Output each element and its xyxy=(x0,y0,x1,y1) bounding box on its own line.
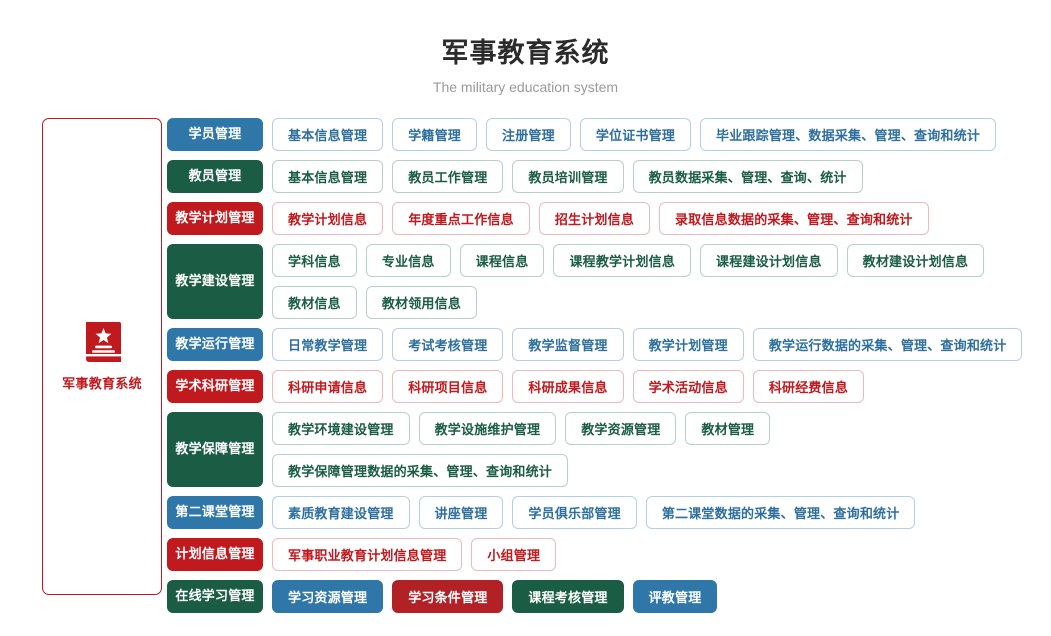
category-label-button[interactable]: 学术科研管理 xyxy=(167,370,263,404)
module-button[interactable]: 基本信息管理 xyxy=(272,160,384,194)
category-item-list: 教学计划信息年度重点工作信息招生计划信息录取信息数据的采集、管理、查询和统计 xyxy=(272,202,1051,236)
module-button[interactable]: 年度重点工作信息 xyxy=(392,202,530,236)
category-item-list: 军事职业教育计划信息管理小组管理 xyxy=(272,538,1051,572)
category-label-button[interactable]: 教学建设管理 xyxy=(167,244,263,320)
module-button[interactable]: 第二课堂数据的采集、管理、查询和统计 xyxy=(645,496,916,530)
module-button[interactable]: 小组管理 xyxy=(471,538,557,572)
module-button[interactable]: 教学环境建设管理 xyxy=(272,412,410,446)
page-subtitle: The military education system xyxy=(432,79,619,96)
module-button[interactable]: 录取信息数据的采集、管理、查询和统计 xyxy=(659,202,929,236)
category-row: 学术科研管理科研申请信息科研项目信息科研成果信息学术活动信息科研经费信息 xyxy=(167,370,1051,404)
category-label-button[interactable]: 在线学习管理 xyxy=(167,580,263,614)
module-button[interactable]: 课程建设计划信息 xyxy=(700,244,838,278)
category-row: 教学运行管理日常教学管理考试考核管理教学监督管理教学计划管理教学运行数据的采集、… xyxy=(167,328,1051,362)
module-button[interactable]: 教学保障管理数据的采集、管理、查询和统计 xyxy=(272,454,569,488)
category-row: 学员管理基本信息管理学籍管理注册管理学位证书管理毕业跟踪管理、数据采集、管理、查… xyxy=(167,118,1051,152)
category-label-button[interactable]: 教学保障管理 xyxy=(167,412,263,488)
module-button[interactable]: 科研经费信息 xyxy=(752,370,865,404)
category-label-button[interactable]: 教学运行管理 xyxy=(167,328,263,362)
module-button[interactable]: 科研项目信息 xyxy=(392,370,504,404)
module-button[interactable]: 学籍管理 xyxy=(392,118,478,152)
module-button[interactable]: 科研申请信息 xyxy=(272,370,384,404)
module-button[interactable]: 评教管理 xyxy=(632,580,718,614)
module-button[interactable]: 教材建设计划信息 xyxy=(846,244,985,278)
category-item-list: 科研申请信息科研项目信息科研成果信息学术活动信息科研经费信息 xyxy=(272,370,1051,404)
category-label-button[interactable]: 教学计划管理 xyxy=(167,202,263,236)
module-button[interactable]: 军事职业教育计划信息管理 xyxy=(272,538,463,572)
module-button[interactable]: 科研成果信息 xyxy=(512,370,624,404)
module-button[interactable]: 教学计划信息 xyxy=(272,202,384,236)
module-button[interactable]: 招生计划信息 xyxy=(538,202,651,236)
module-button[interactable]: 学位证书管理 xyxy=(579,118,692,152)
module-button[interactable]: 教材信息 xyxy=(272,286,357,320)
book-star-icon xyxy=(82,321,123,365)
category-item-list: 学科信息专业信息课程信息课程教学计划信息课程建设计划信息教材建设计划信息教材信息… xyxy=(272,244,1051,320)
module-button[interactable]: 教学运行数据的采集、管理、查询和统计 xyxy=(752,328,1023,362)
module-button[interactable]: 学习条件管理 xyxy=(392,580,504,614)
module-button[interactable]: 专业信息 xyxy=(365,244,451,278)
module-button[interactable]: 教材领用信息 xyxy=(365,286,478,320)
module-button[interactable]: 教员培训管理 xyxy=(512,160,624,194)
module-button[interactable]: 教学计划管理 xyxy=(632,328,744,362)
category-row: 教学保障管理教学环境建设管理教学设施维护管理教学资源管理教材管理教学保障管理数据… xyxy=(167,412,1051,488)
category-item-list: 教学环境建设管理教学设施维护管理教学资源管理教材管理教学保障管理数据的采集、管理… xyxy=(272,412,1051,488)
sidebar-panel[interactable]: 军事教育系统 xyxy=(42,118,162,596)
module-button[interactable]: 教员工作管理 xyxy=(392,160,504,194)
body-area: 军事教育系统 学员管理基本信息管理学籍管理注册管理学位证书管理毕业跟踪管理、数据… xyxy=(0,95,1051,622)
module-button[interactable]: 注册管理 xyxy=(486,118,571,152)
module-button[interactable]: 学习资源管理 xyxy=(272,580,384,614)
category-item-list: 学习资源管理学习条件管理课程考核管理评教管理 xyxy=(272,580,1051,614)
category-rows: 学员管理基本信息管理学籍管理注册管理学位证书管理毕业跟踪管理、数据采集、管理、查… xyxy=(167,118,1051,622)
category-row: 教学计划管理教学计划信息年度重点工作信息招生计划信息录取信息数据的采集、管理、查… xyxy=(167,202,1051,236)
category-item-list: 素质教育建设管理讲座管理学员俱乐部管理第二课堂数据的采集、管理、查询和统计 xyxy=(272,496,1051,530)
category-label-button[interactable]: 计划信息管理 xyxy=(167,538,263,572)
module-button[interactable]: 考试考核管理 xyxy=(392,328,504,362)
module-button[interactable]: 课程信息 xyxy=(459,244,545,278)
module-button[interactable]: 日常教学管理 xyxy=(272,328,384,362)
module-button[interactable]: 教员数据采集、管理、查询、统计 xyxy=(632,160,863,194)
module-button[interactable]: 教学监督管理 xyxy=(512,328,624,362)
page-header: 军事教育系统 The military education system xyxy=(0,0,1051,95)
category-row: 第二课堂管理素质教育建设管理讲座管理学员俱乐部管理第二课堂数据的采集、管理、查询… xyxy=(167,496,1051,530)
module-button[interactable]: 学术活动信息 xyxy=(632,370,744,404)
module-button[interactable]: 课程考核管理 xyxy=(512,580,624,614)
module-button[interactable]: 毕业跟踪管理、数据采集、管理、查询和统计 xyxy=(700,118,997,152)
module-button[interactable]: 教学设施维护管理 xyxy=(418,412,557,446)
category-row: 计划信息管理军事职业教育计划信息管理小组管理 xyxy=(167,538,1051,572)
sidebar-brand: 军事教育系统 xyxy=(62,321,142,392)
module-button[interactable]: 素质教育建设管理 xyxy=(272,496,410,530)
module-button[interactable]: 学科信息 xyxy=(272,244,357,278)
category-item-list: 日常教学管理考试考核管理教学监督管理教学计划管理教学运行数据的采集、管理、查询和… xyxy=(272,328,1051,362)
category-label-button[interactable]: 教员管理 xyxy=(167,160,263,194)
category-item-list: 基本信息管理教员工作管理教员培训管理教员数据采集、管理、查询、统计 xyxy=(272,160,1051,194)
sidebar-label: 军事教育系统 xyxy=(62,376,142,392)
module-button[interactable]: 学员俱乐部管理 xyxy=(512,496,637,530)
module-button[interactable]: 课程教学计划信息 xyxy=(553,244,692,278)
category-row: 教员管理基本信息管理教员工作管理教员培训管理教员数据采集、管理、查询、统计 xyxy=(167,160,1051,194)
module-button[interactable]: 基本信息管理 xyxy=(272,118,384,152)
page-title: 军事教育系统 xyxy=(441,38,610,68)
module-button[interactable]: 教学资源管理 xyxy=(565,412,677,446)
category-label-button[interactable]: 学员管理 xyxy=(167,118,263,152)
category-row: 在线学习管理学习资源管理学习条件管理课程考核管理评教管理 xyxy=(167,580,1051,614)
module-button[interactable]: 讲座管理 xyxy=(418,496,504,530)
category-row: 教学建设管理学科信息专业信息课程信息课程教学计划信息课程建设计划信息教材建设计划… xyxy=(167,244,1051,320)
category-item-list: 基本信息管理学籍管理注册管理学位证书管理毕业跟踪管理、数据采集、管理、查询和统计 xyxy=(272,118,1051,152)
module-button[interactable]: 教材管理 xyxy=(685,412,771,446)
category-label-button[interactable]: 第二课堂管理 xyxy=(167,496,263,530)
